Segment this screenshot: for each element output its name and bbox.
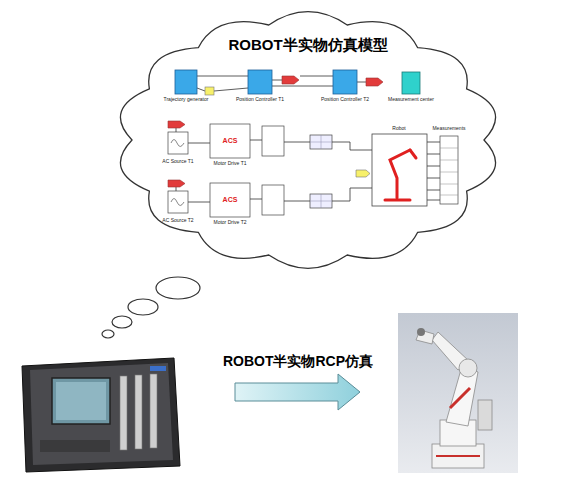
block-name: Position Controller T2 [321,97,369,103]
block-name: Position Controller T1 [236,97,284,103]
block-name: Motor Drive T2 [214,220,247,226]
block-symbol: ACS [223,137,238,145]
block-symbol: ACS [223,196,238,204]
block-name: Robot [392,126,405,132]
block-name: Measurement center [388,97,434,103]
block-name: Measurements [432,126,465,132]
cloud-title: ROBOT半实物仿真模型 [98,0,518,55]
arrow-label: ROBOT半实物RCP仿真 [223,354,373,369]
block-name: Motor Drive T1 [214,161,247,167]
block-name: Trajectory generator [164,97,209,103]
block-name: AC Source T1 [162,159,193,165]
block-name: AC Source T2 [162,218,193,224]
